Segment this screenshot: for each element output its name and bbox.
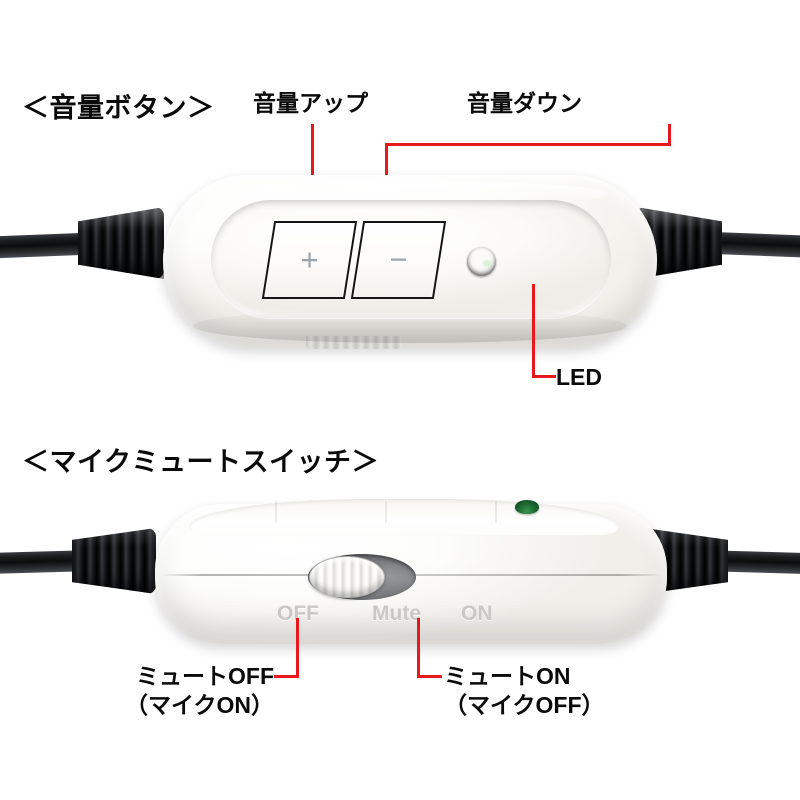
volume-module-face: + − <box>211 200 611 318</box>
switch-label-mute: Mute <box>372 602 421 625</box>
leader-led-stem <box>532 284 535 378</box>
mute-slider-thumb[interactable] <box>309 556 385 598</box>
leader-mute-on-elbow <box>417 675 442 678</box>
section-title-mic-mute-switch: ＜マイクミュートスイッチ＞ <box>22 447 379 477</box>
leader-volume-up <box>311 124 314 220</box>
mic-mute-switch-module: OFF Mute ON <box>0 498 800 656</box>
callout-led: LED <box>556 364 602 390</box>
deck-seam-1 <box>275 501 277 523</box>
callout-mute-on-line2: （マイクOFF） <box>444 692 605 719</box>
mute-module-top-deck <box>189 499 619 535</box>
callout-mute-off-line1: ミュートOFF <box>136 663 274 689</box>
leader-volume-down-elbow <box>385 143 671 146</box>
clip-knurl-texture <box>306 336 402 349</box>
mute-slider-track[interactable] <box>308 554 416 600</box>
callout-mute-off-line2: （マイクON） <box>124 692 274 719</box>
deck-seam-2 <box>385 501 387 523</box>
strain-relief-boot-left <box>78 207 164 279</box>
callout-mute-on-line1: ミュートON <box>444 663 571 689</box>
callout-volume-down: 音量ダウン <box>467 90 582 116</box>
volume-up-button[interactable]: + <box>261 221 358 299</box>
mute-module-body: OFF Mute ON <box>155 499 667 644</box>
minus-icon: − <box>389 242 408 277</box>
mute-strain-relief-boot-left <box>72 528 156 594</box>
deck-seam-3 <box>495 501 497 523</box>
leader-volume-down-stem <box>668 124 671 146</box>
switch-label-on: ON <box>461 602 493 625</box>
volume-down-button[interactable]: − <box>350 221 447 299</box>
leader-mute-off-elbow <box>274 675 299 678</box>
switch-label-off: OFF <box>277 602 319 625</box>
leader-mute-on-stem <box>417 618 420 678</box>
leader-led-elbow <box>532 375 556 378</box>
volume-module-body: + − <box>163 175 657 349</box>
status-led-side-icon <box>515 500 539 514</box>
leader-mute-off-stem <box>296 618 299 678</box>
callout-volume-up: 音量アップ <box>253 90 368 116</box>
callout-mute-on: ミュートON （マイクOFF） <box>444 662 605 721</box>
section-title-volume-button: ＜音量ボタン＞ <box>22 93 215 123</box>
callout-mute-off: ミュートOFF （マイクON） <box>92 662 274 721</box>
status-led-icon <box>467 247 496 276</box>
plus-icon: + <box>300 242 319 277</box>
volume-control-module: + − <box>0 175 800 350</box>
